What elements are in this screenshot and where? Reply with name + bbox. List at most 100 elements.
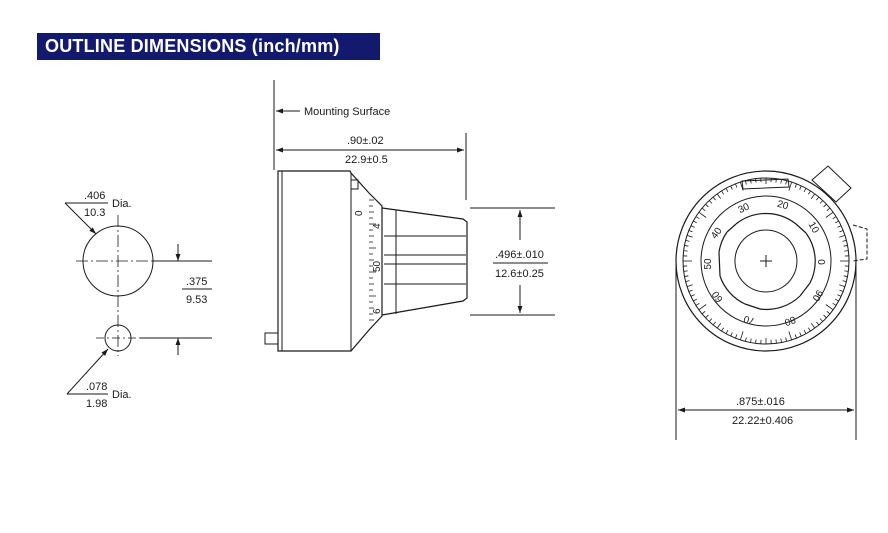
dial-tick: [775, 339, 777, 344]
dial-tick: [835, 298, 839, 302]
dial-tick: [690, 225, 695, 228]
dial-tick: [816, 321, 820, 326]
dial-tick: [683, 270, 688, 272]
dial-number: 0: [815, 259, 826, 265]
dial-tick: [819, 200, 824, 204]
dial-tick: [807, 190, 811, 195]
dial-tick: [744, 180, 747, 185]
side-scale-mark: 6: [372, 308, 383, 314]
knob-nose: [381, 207, 468, 316]
front-dia-inch: .875±.016: [736, 396, 785, 408]
dial-tick: [716, 323, 722, 329]
dial-tick: [799, 185, 802, 190]
small-hole-unit: Dia.: [112, 389, 132, 401]
dial-tick: [685, 280, 690, 283]
knob-dia-inch: .496±.010: [495, 249, 544, 261]
dial-tick: [843, 245, 848, 247]
dial-hub: [718, 212, 816, 311]
length-mm: 22.9±0.5: [345, 154, 388, 166]
dial-tick: [735, 334, 738, 339]
dial-number: 70: [742, 313, 756, 327]
dial-number: 60: [710, 288, 726, 304]
dial-tick: [837, 294, 842, 297]
dial-number: 80: [782, 313, 797, 327]
dial-tick: [725, 188, 729, 192]
dial-tick: [698, 304, 707, 311]
dial-tick: [803, 330, 807, 334]
side-scale-mark: 50: [372, 260, 383, 272]
dial-tick: [816, 196, 820, 201]
dial-tick: [684, 245, 689, 247]
side-view: [264, 80, 555, 352]
dial-tick: [810, 323, 816, 329]
dial-tick: [832, 216, 837, 220]
dial-tick: [755, 178, 757, 183]
section-title-banner: OUTLINE DIMENSIONS (inch/mm): [37, 33, 380, 60]
dial-number: 10: [806, 220, 821, 236]
dial-tick: [693, 220, 697, 224]
hole-pattern-view: [64, 202, 212, 395]
dial-tick: [712, 321, 716, 326]
dial-tick: [823, 314, 827, 319]
dial-tick: [843, 275, 848, 277]
dial-tick: [712, 196, 716, 201]
large-hole-unit: Dia.: [112, 198, 132, 210]
dial-number: 30: [737, 201, 752, 216]
dial-tick: [708, 318, 713, 322]
dial-tick: [785, 337, 788, 342]
large-hole-mm: 10.3: [84, 207, 105, 219]
dial-tick: [684, 275, 689, 277]
dial-tick: [823, 203, 827, 208]
dial-tick: [701, 311, 706, 315]
dial-tick: [695, 216, 700, 220]
dial-tick: [735, 183, 738, 188]
dial-tick: [686, 284, 693, 288]
dial-tick: [775, 178, 777, 183]
spacing-mm: 9.53: [186, 294, 207, 306]
dial-tick: [837, 225, 842, 228]
knob-dia-mm: 12.6±0.25: [495, 268, 544, 280]
front-dia-mm: 22.22±0.406: [732, 415, 793, 427]
dial-tick: [744, 337, 747, 342]
dial-tick: [716, 193, 722, 199]
dial-tick: [826, 311, 831, 315]
dial-tick: [739, 331, 744, 341]
dial-tab: [811, 165, 852, 203]
dial-tick: [725, 330, 729, 334]
dial-tick: [839, 284, 846, 288]
dial-tick: [842, 280, 847, 283]
dial-number: 20: [776, 199, 790, 213]
front-view: [675, 165, 868, 440]
dial-tick: [825, 211, 834, 218]
dial-tick: [803, 188, 807, 192]
knob-body: [277, 170, 383, 352]
dial-tick: [685, 239, 690, 242]
dial-tick: [698, 211, 707, 218]
side-scale-labels: 0 4 50 6: [354, 210, 383, 314]
side-scale-mark: 4: [372, 223, 383, 229]
dial-tick: [730, 185, 733, 190]
small-hole-inch: .078: [86, 381, 107, 393]
large-hole-inch: .406: [84, 190, 105, 202]
dial-tick: [683, 250, 688, 252]
dial-tick: [839, 289, 844, 292]
dial-tick: [832, 302, 837, 306]
dial-tick: [788, 331, 793, 341]
dial-tick: [842, 239, 847, 242]
dial-tick: [780, 338, 782, 343]
dial-tick: [794, 183, 797, 188]
dial-tick: [826, 207, 831, 211]
dial-tick: [708, 200, 713, 204]
dial-tick: [807, 327, 811, 332]
side-scale-mark: 0: [354, 210, 365, 216]
dial-number: 90: [809, 288, 824, 304]
dial-tick: [788, 181, 793, 191]
dial-tick: [686, 234, 693, 238]
dial-tick: [810, 193, 816, 199]
dial-tick: [693, 298, 697, 302]
dial-tick: [721, 327, 725, 332]
dial-tick: [705, 203, 709, 208]
dial-tick: [839, 230, 844, 233]
length-inch: .90±.02: [347, 135, 384, 147]
dial-tick: [688, 230, 693, 233]
